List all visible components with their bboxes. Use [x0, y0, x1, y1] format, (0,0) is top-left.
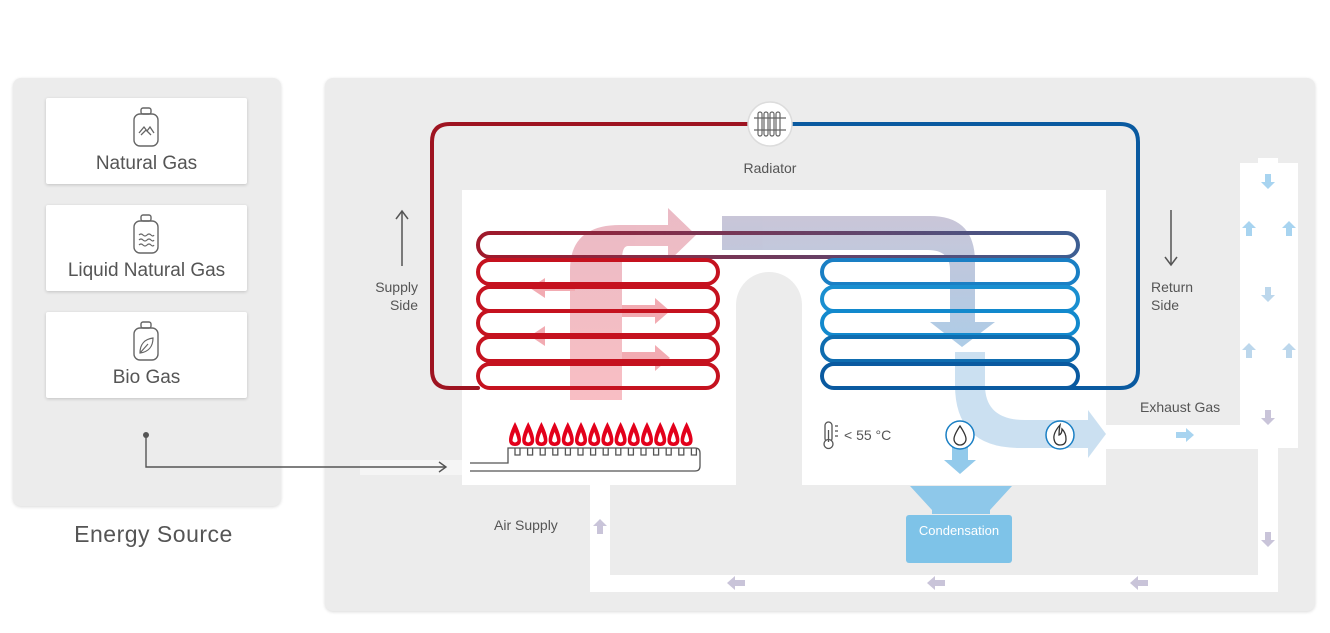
flame-core	[631, 432, 637, 443]
source-label: Bio Gas	[112, 367, 181, 388]
return-side-label: Return Side	[1151, 278, 1221, 314]
flame-core	[684, 432, 690, 443]
flame-core	[657, 432, 663, 443]
energy-source-title: Energy Source	[74, 521, 233, 547]
gas-jet	[652, 448, 660, 456]
flame-core	[670, 432, 676, 443]
flame-core	[538, 432, 544, 443]
flow-arrow-down	[1261, 532, 1275, 547]
gas-jet	[564, 448, 572, 456]
flame-core	[512, 432, 518, 443]
flow-arrow-down	[1261, 410, 1275, 425]
gas-jet	[602, 448, 609, 456]
burner-gas-manifold	[470, 447, 701, 472]
gas-jet	[577, 448, 584, 456]
return-side-line2: Side	[1151, 297, 1180, 313]
supply-arrow-icon	[395, 209, 409, 266]
flame-badge-icon	[1045, 420, 1075, 450]
gas-supply-line	[143, 432, 448, 473]
return-arrow-icon	[1164, 210, 1178, 267]
gas-jet	[615, 448, 622, 456]
source-card-liquid-natural-gas[interactable]: Liquid Natural Gas	[46, 205, 247, 291]
boiler-chamber	[462, 190, 1106, 485]
gas-jet	[526, 448, 534, 456]
flame-core	[578, 432, 584, 443]
flame-core	[525, 432, 531, 443]
gas-jet	[627, 448, 635, 456]
source-label: Liquid Natural Gas	[67, 260, 226, 281]
thermometer-icon	[823, 421, 838, 450]
condensation-trap	[906, 486, 1012, 563]
gas-jet	[514, 448, 521, 456]
condensation-label: Condensation	[918, 523, 1000, 538]
source-card-natural-gas[interactable]: Natural Gas	[46, 98, 247, 184]
air-exhaust-ducting	[360, 158, 1298, 592]
flow-arrow-left	[727, 576, 745, 590]
exhaust-gas-label: Exhaust Gas	[1140, 399, 1221, 415]
duct-flow-arrows	[593, 174, 1296, 590]
water-drop-icon	[945, 420, 975, 450]
radiator-icon	[747, 101, 793, 147]
flame-core	[591, 432, 597, 443]
flow-arrow-up	[593, 519, 607, 534]
natural-gas-bottle-icon	[133, 107, 159, 147]
flow-arrow-left	[927, 576, 945, 590]
heating-circuit	[430, 122, 1140, 390]
source-label: Natural Gas	[95, 153, 198, 174]
gas-jet	[539, 448, 546, 456]
gas-jet	[589, 448, 597, 456]
flow-arrow-up	[1242, 343, 1256, 358]
flow-arrow-up	[1242, 221, 1256, 236]
flow-arrow-down	[1261, 174, 1275, 189]
flow-arrow-up	[1282, 343, 1296, 358]
flow-arrow-right	[1176, 428, 1194, 442]
burner-flames-icon	[509, 422, 693, 446]
air-supply-label: Air Supply	[494, 517, 558, 533]
flame-core	[644, 432, 650, 443]
liquid-natural-gas-bottle-icon	[133, 214, 159, 254]
gas-jet	[552, 448, 559, 456]
flow-arrow-left	[1130, 576, 1148, 590]
heat-exchanger-coils	[476, 231, 1080, 390]
flame-core	[552, 432, 558, 443]
flow-arrow-up	[1282, 221, 1296, 236]
flame-core	[618, 432, 624, 443]
gas-jet	[640, 448, 647, 456]
flame-core	[604, 432, 610, 443]
bio-gas-bottle-icon	[133, 321, 159, 361]
temperature-label: < 55 °C	[844, 427, 892, 443]
gas-jet	[690, 448, 698, 456]
radiator-label: Radiator	[743, 160, 797, 176]
gas-jet	[678, 448, 685, 456]
source-card-bio-gas[interactable]: Bio Gas	[46, 312, 247, 398]
supply-side-label: Supply Side	[362, 278, 418, 314]
supply-side-line1: Supply	[375, 279, 418, 295]
flow-arrow-down	[1261, 287, 1275, 302]
flame-core	[565, 432, 571, 443]
return-side-line1: Return	[1151, 279, 1194, 295]
supply-side-line2: Side	[389, 297, 418, 313]
gas-jet	[665, 448, 672, 456]
